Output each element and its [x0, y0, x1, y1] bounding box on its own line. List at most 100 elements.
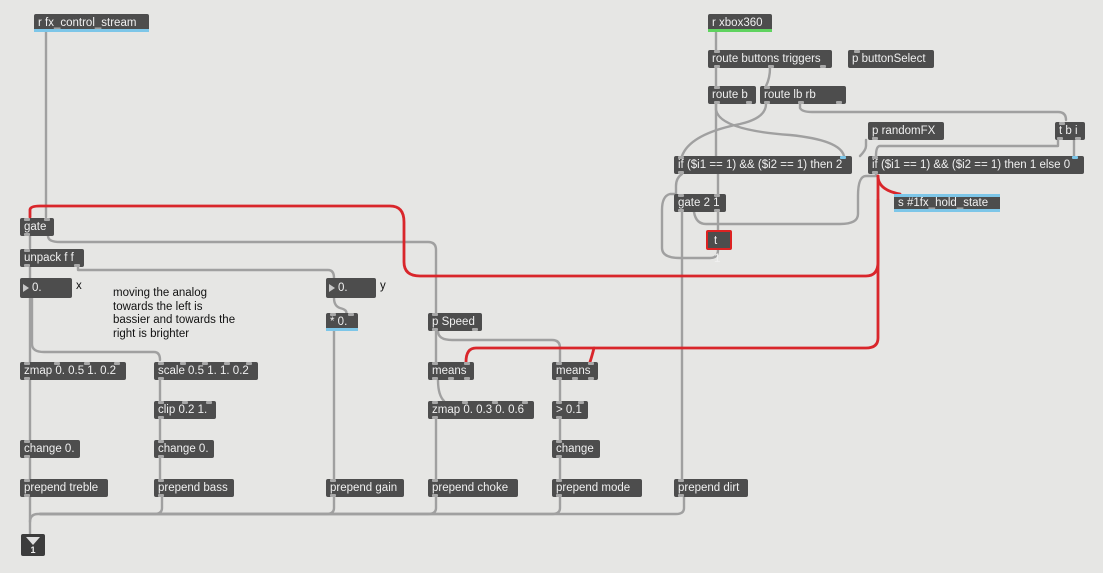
change-object-2[interactable]: change 0. [154, 440, 214, 458]
outlet[interactable] [588, 377, 594, 380]
inlet[interactable] [330, 479, 336, 482]
inlet[interactable] [24, 218, 30, 221]
inlet[interactable] [158, 362, 164, 365]
outlet[interactable] [746, 101, 752, 104]
change-object-3[interactable]: change [552, 440, 600, 458]
outlet[interactable] [714, 209, 720, 212]
inlet[interactable] [24, 362, 30, 365]
outlet[interactable] [24, 233, 30, 236]
outlet[interactable] [158, 455, 164, 458]
prepend-treble-object[interactable]: prepend treble [20, 479, 108, 497]
number-box-x[interactable]: 0. [20, 278, 72, 298]
outlet[interactable] [472, 328, 478, 331]
inlet[interactable] [588, 362, 594, 365]
route-b-object[interactable]: route b [708, 86, 756, 104]
inlet[interactable] [556, 440, 562, 443]
inlet[interactable] [224, 362, 230, 365]
inlet[interactable] [114, 362, 120, 365]
p-randomfx-object[interactable]: p randomFX [868, 122, 944, 140]
inlet[interactable] [182, 401, 188, 404]
greater-than-object[interactable]: > 0.1 [552, 401, 588, 419]
prepend-gain-object[interactable]: prepend gain [326, 479, 404, 497]
outlet[interactable] [432, 494, 438, 497]
inlet[interactable] [432, 401, 438, 404]
number-box-y[interactable]: 0. [326, 278, 376, 298]
change-object-1[interactable]: change 0. [20, 440, 80, 458]
inlet[interactable] [54, 362, 60, 365]
inlet[interactable] [24, 479, 30, 482]
outlet[interactable] [836, 101, 842, 104]
inlet[interactable] [462, 401, 468, 404]
inlet[interactable] [678, 194, 684, 197]
scale-object[interactable]: scale 0.5 1. 1. 0.2 [154, 362, 258, 380]
gate-object[interactable]: gate [20, 218, 54, 236]
means-object-2[interactable]: means [552, 362, 598, 380]
inlet[interactable] [872, 156, 878, 159]
trigger-1-object[interactable]: t 1 [706, 230, 732, 265]
outlet[interactable] [158, 416, 164, 419]
trigger-b-i-object[interactable]: t b i [1055, 122, 1085, 140]
inlet[interactable] [246, 362, 252, 365]
inlet[interactable] [764, 86, 770, 89]
outlet[interactable] [678, 171, 684, 174]
if-then-1-else-0-object[interactable]: if ($i1 == 1) && ($i2 == 1) then 1 else … [868, 156, 1084, 174]
inlet[interactable] [1072, 156, 1078, 159]
outlet[interactable] [556, 494, 562, 497]
zmap-treble-object[interactable]: zmap 0. 0.5 1. 0.2 [20, 362, 126, 380]
route-buttons-triggers-object[interactable]: route buttons triggers [708, 50, 832, 68]
inlet[interactable] [714, 50, 720, 53]
inlet[interactable] [464, 362, 470, 365]
prepend-dirt-object[interactable]: prepend dirt [674, 479, 748, 497]
inlet[interactable] [556, 362, 562, 365]
outlet[interactable] [572, 377, 578, 380]
inlet[interactable] [432, 479, 438, 482]
outlet[interactable] [432, 328, 438, 331]
outlet[interactable] [678, 209, 684, 212]
send-hold-state-object[interactable]: s #1fx_hold_state [894, 194, 1000, 212]
outlet[interactable] [768, 65, 774, 68]
inlet[interactable] [432, 313, 438, 316]
outlet[interactable] [464, 377, 470, 380]
outlet[interactable] [24, 455, 30, 458]
outlet[interactable] [74, 264, 80, 267]
inlet[interactable] [206, 401, 212, 404]
zmap-choke-object[interactable]: zmap 0. 0.3 0. 0.6 [428, 401, 534, 419]
prepend-bass-object[interactable]: prepend bass [154, 479, 234, 497]
inlet[interactable] [348, 313, 354, 316]
outlet[interactable] [1075, 137, 1081, 140]
outlet[interactable] [872, 137, 878, 140]
inlet[interactable] [1059, 122, 1065, 125]
multiply-object[interactable]: * 0. [326, 313, 358, 331]
outlet[interactable] [448, 377, 454, 380]
p-speed-object[interactable]: p Speed [428, 313, 482, 331]
inlet[interactable] [840, 156, 846, 159]
outlet[interactable] [24, 264, 30, 267]
outlet[interactable] [1057, 137, 1063, 140]
outlet[interactable] [158, 494, 164, 497]
inlet[interactable] [678, 479, 684, 482]
inlet[interactable] [330, 313, 336, 316]
inlet[interactable] [24, 440, 30, 443]
inlet[interactable] [158, 440, 164, 443]
inlet[interactable] [24, 249, 30, 252]
clip-object[interactable]: clip 0.2 1. [154, 401, 216, 419]
inlet[interactable] [44, 218, 50, 221]
inlet[interactable] [492, 401, 498, 404]
outlet[interactable] [432, 377, 438, 380]
if-then-2-object[interactable]: if ($i1 == 1) && ($i2 == 1) then 2 [674, 156, 852, 174]
inlet[interactable] [432, 362, 438, 365]
prepend-choke-object[interactable]: prepend choke [428, 479, 518, 497]
outlet[interactable] [764, 101, 770, 104]
means-object-1[interactable]: means [428, 362, 474, 380]
inlet[interactable] [714, 86, 720, 89]
outlet[interactable] [820, 65, 826, 68]
inlet[interactable] [678, 156, 684, 159]
outlet[interactable] [24, 494, 30, 497]
patcher-outlet[interactable]: 1 [21, 534, 45, 556]
inlet[interactable] [714, 194, 720, 197]
outlet[interactable] [158, 377, 164, 380]
inlet[interactable] [84, 362, 90, 365]
unpack-object[interactable]: unpack f f [20, 249, 84, 267]
receive-fx-control-stream[interactable]: r fx_control_stream [34, 14, 149, 32]
